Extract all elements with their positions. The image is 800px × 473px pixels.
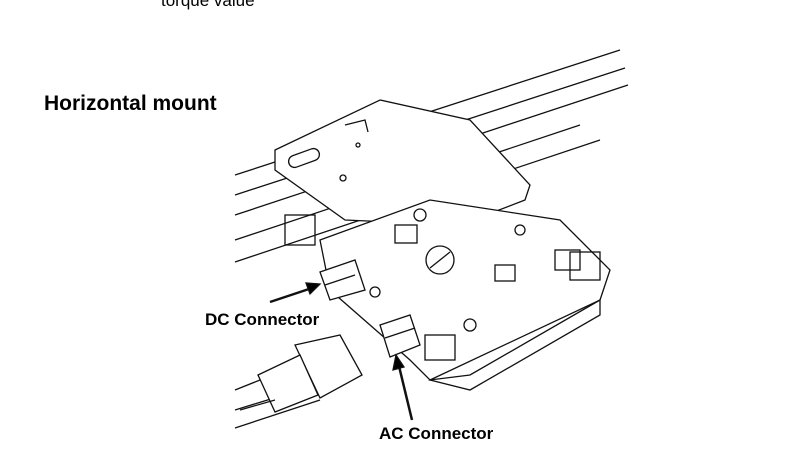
ac-connector-drawing [379, 314, 421, 358]
callout-arrows [269, 282, 414, 421]
cut-off-text: torque value [161, 0, 255, 10]
ac-connector-label: AC Connector [379, 424, 494, 443]
dc-connector-label: DC Connector [205, 310, 320, 329]
mounting-bracket [274, 99, 531, 226]
ac-cable-plug [234, 334, 363, 413]
section-heading: Horizontal mount [44, 92, 217, 115]
dc-connector-drawing [319, 259, 381, 301]
